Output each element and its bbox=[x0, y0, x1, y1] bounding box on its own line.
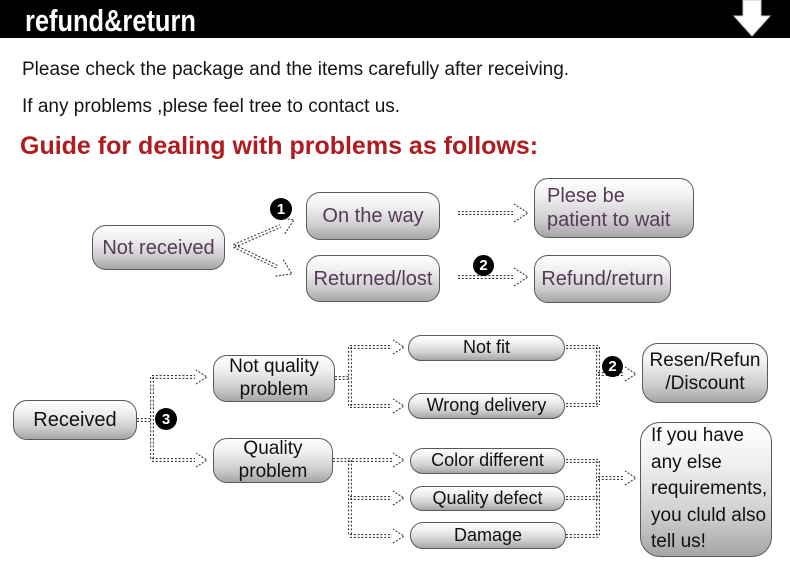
node-label: problem bbox=[239, 378, 309, 400]
node-label: Quality defect bbox=[432, 487, 543, 508]
node-label: Wrong delivery bbox=[426, 395, 547, 416]
dashed-connector bbox=[458, 267, 530, 287]
node-quality-problem: Quality problem bbox=[213, 438, 333, 483]
dashed-connector bbox=[137, 418, 152, 422]
node-label: Damage bbox=[453, 524, 523, 545]
dashed-connector bbox=[598, 470, 638, 486]
node-label: Color different bbox=[431, 450, 544, 471]
badge-2-icon: 2 bbox=[473, 255, 494, 276]
node-label: patient to wait bbox=[547, 209, 671, 231]
node-label: Not fit bbox=[462, 337, 510, 358]
node-returned-lost: Returned/lost bbox=[306, 255, 440, 302]
arrowhead-icon bbox=[392, 452, 406, 468]
dashed-connector bbox=[348, 460, 352, 536]
arrowhead-icon bbox=[624, 366, 638, 382]
dashed-connector bbox=[566, 459, 598, 463]
dashed-connector bbox=[566, 345, 598, 349]
badge-1-icon: 1 bbox=[270, 198, 292, 220]
header-bar: refund&return bbox=[0, 0, 790, 38]
node-received: Received bbox=[13, 400, 137, 440]
node-not-fit: Not fit bbox=[408, 335, 565, 361]
dashed-connector bbox=[150, 377, 154, 460]
dashed-connector bbox=[566, 403, 598, 407]
node-label: Not quality bbox=[229, 355, 319, 377]
node-label: /Discount bbox=[665, 373, 745, 394]
dashed-connector bbox=[333, 452, 406, 468]
node-damage: Damage bbox=[410, 522, 566, 549]
intro-line-2: If any problems ,plese feel tree to cont… bbox=[22, 96, 401, 117]
dashed-connector bbox=[350, 490, 406, 506]
dashed-connector bbox=[335, 376, 350, 380]
dashed-connector bbox=[152, 369, 209, 385]
arrowhead-icon bbox=[624, 470, 638, 486]
badge-3-icon: 3 bbox=[155, 408, 177, 430]
node-label: Quality bbox=[243, 437, 303, 459]
node-resend-refund-discount: Resen/Refun /Discount bbox=[642, 343, 768, 403]
dashed-connector bbox=[348, 347, 352, 406]
dashed-connector bbox=[458, 203, 530, 223]
arrowhead-icon bbox=[392, 528, 406, 544]
node-other-requirements: If you have any else requirements, you c… bbox=[640, 422, 772, 557]
node-label: Received bbox=[33, 409, 117, 431]
badge-2-icon: 2 bbox=[602, 356, 623, 377]
dashed-connector bbox=[152, 452, 209, 468]
page-title: refund&return bbox=[25, 3, 196, 38]
dashed-connector bbox=[350, 398, 406, 414]
guide-heading: Guide for dealing with problems as follo… bbox=[20, 132, 539, 160]
node-not-received: Not received bbox=[92, 225, 225, 270]
arrowhead-icon bbox=[392, 490, 406, 506]
node-label: Refund/return bbox=[541, 268, 664, 290]
node-label: requirements, bbox=[651, 478, 768, 500]
dashed-connector bbox=[350, 528, 406, 544]
node-refund-return: Refund/return bbox=[534, 255, 671, 303]
arrowhead-icon bbox=[195, 452, 209, 468]
arrowhead-icon bbox=[195, 369, 209, 385]
node-quality-defect: Quality defect bbox=[410, 486, 565, 511]
node-label: Resen/Refun bbox=[649, 350, 761, 372]
node-color-different: Color different bbox=[410, 448, 565, 474]
dashed-connector bbox=[233, 216, 295, 248]
node-label: problem bbox=[238, 460, 308, 482]
dashed-connector bbox=[596, 461, 600, 536]
arrowhead-icon bbox=[513, 267, 530, 287]
node-please-be-patient: Plese be patient to wait bbox=[534, 178, 694, 238]
node-label: you cluld also bbox=[651, 504, 767, 526]
node-label: tell us! bbox=[651, 531, 706, 553]
node-not-quality-problem: Not quality problem bbox=[213, 355, 335, 402]
dashed-connector bbox=[233, 244, 293, 277]
node-label: On the way bbox=[322, 205, 424, 227]
dashed-connector bbox=[350, 339, 406, 355]
dashed-connector bbox=[566, 534, 598, 538]
node-label: any else bbox=[651, 451, 722, 473]
node-wrong-delivery: Wrong delivery bbox=[408, 393, 565, 419]
arrowhead-icon bbox=[392, 398, 406, 414]
node-label: Not received bbox=[102, 236, 215, 259]
arrowhead-icon bbox=[513, 203, 530, 223]
node-on-the-way: On the way bbox=[306, 192, 440, 240]
node-label: If you have bbox=[651, 425, 744, 447]
node-label: Returned/lost bbox=[313, 267, 433, 290]
arrowhead-icon bbox=[275, 259, 293, 277]
node-label: Plese be bbox=[547, 185, 625, 207]
arrowhead-icon bbox=[392, 339, 406, 355]
dashed-connector bbox=[596, 347, 600, 405]
dashed-connector bbox=[566, 496, 598, 500]
intro-line-1: Please check the package and the items c… bbox=[22, 59, 570, 80]
